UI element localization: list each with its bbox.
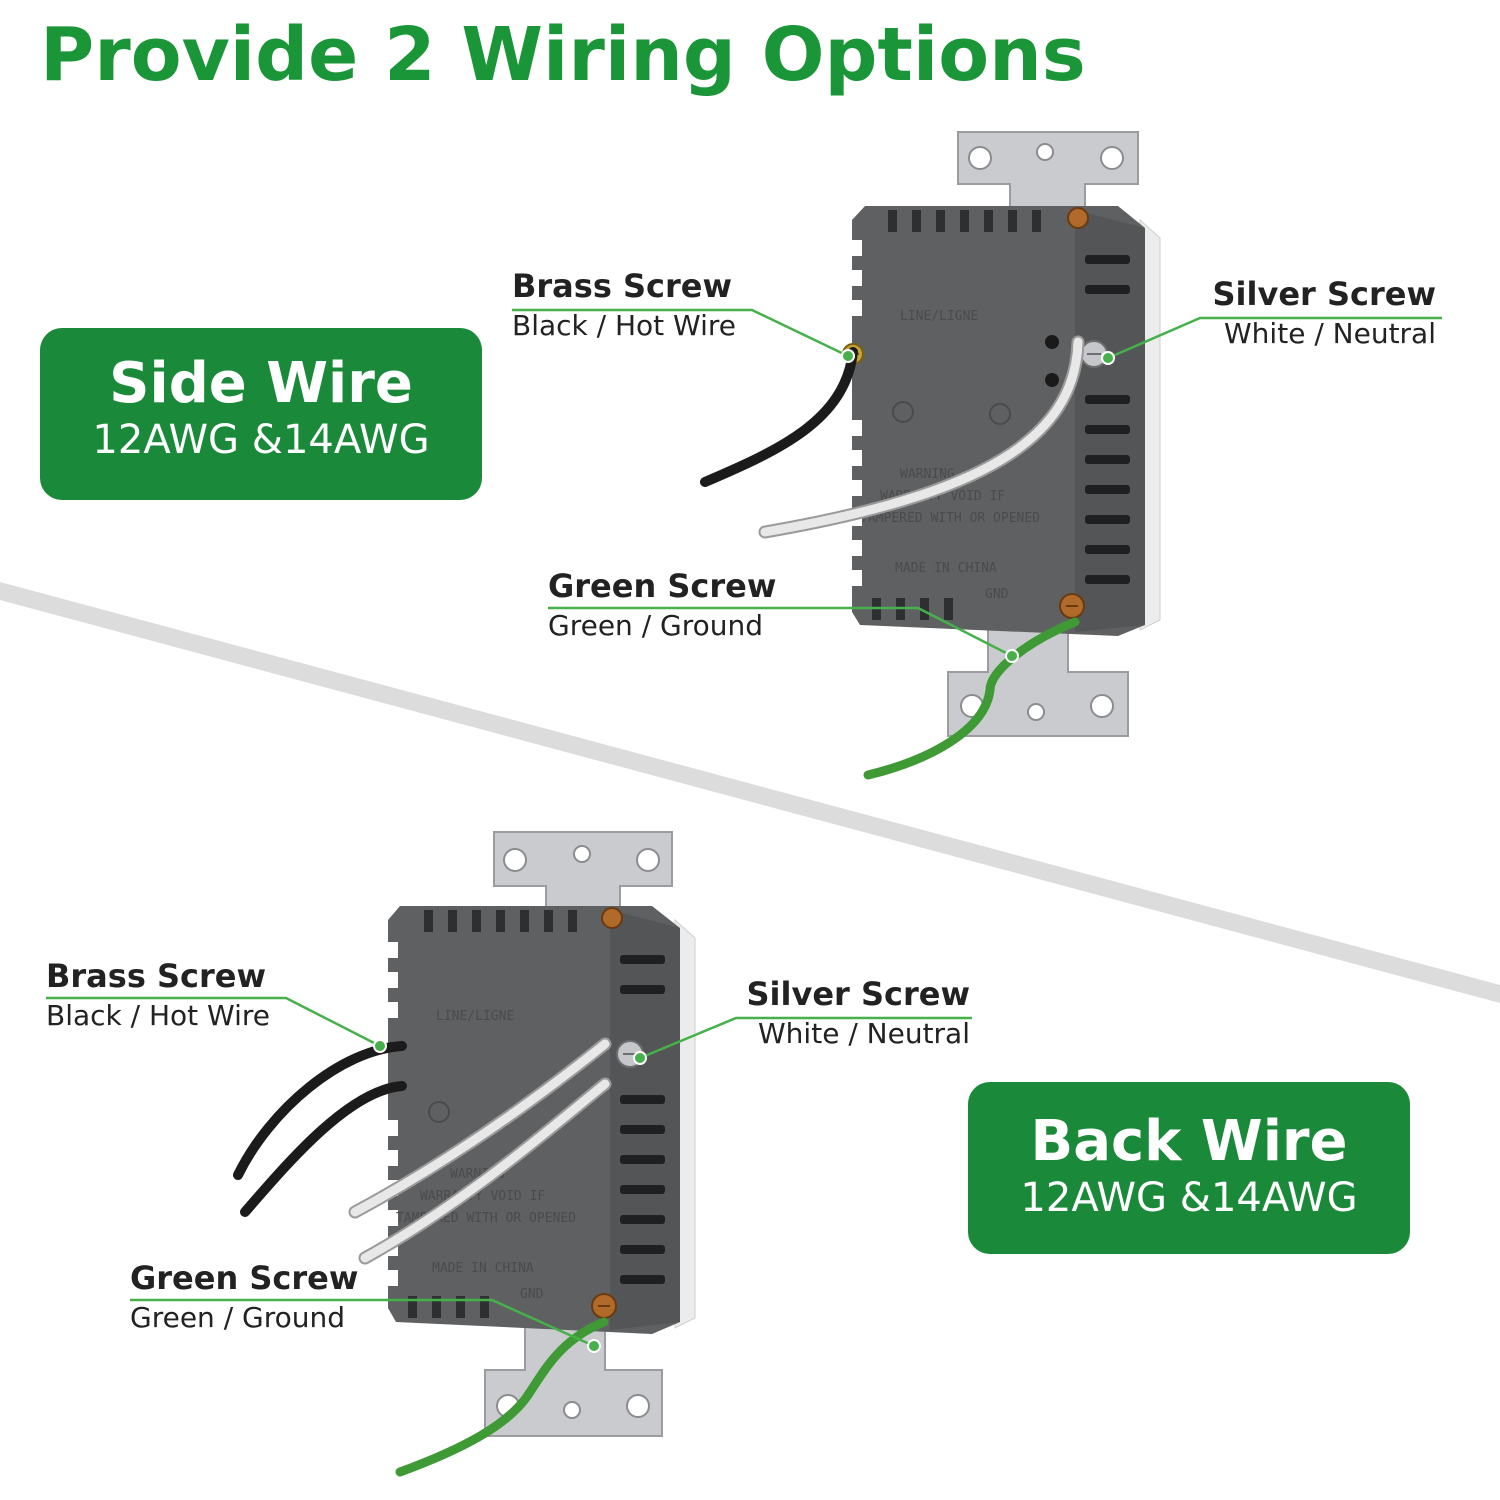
back-wire-badge: Back Wire 12AWG &14AWG [968, 1082, 1410, 1254]
brass-screw-sub: Black / Hot Wire [46, 999, 271, 1032]
made-in-text: MADE IN CHINA [432, 1261, 534, 1276]
brass-screw-title: Brass Screw [512, 267, 733, 305]
side-wire-badge: Side Wire 12AWG &14AWG [40, 328, 482, 500]
line-ligne-text: LINE/LIGNE [900, 309, 978, 324]
gnd-text: GND [520, 1287, 544, 1302]
page-title: Provide 2 Wiring Options [40, 12, 1086, 98]
warning-text: WARNING [900, 467, 955, 482]
green-screw-sub: Green / Ground [548, 609, 764, 642]
side-wire-title: Side Wire [109, 351, 413, 416]
receptacle-side-wire: LINE/LIGNE WARNING WARRANTY VOID IF TAMP… [700, 131, 1161, 780]
tampered-text: TAMPERED WITH OR OPENED [860, 511, 1040, 526]
green-screw-label-back: Green Screw Green / Ground [130, 1258, 358, 1338]
silver-screw-sub: White / Neutral [758, 1017, 970, 1050]
silver-screw-title: Silver Screw [746, 975, 970, 1013]
side-wire-gauge: 12AWG &14AWG [92, 417, 430, 463]
green-screw-title: Green Screw [548, 567, 777, 605]
divider-band [0, 582, 1500, 1003]
green-screw-sub: Green / Ground [130, 1301, 346, 1334]
green-screw-label-side: Green Screw Green / Ground [548, 566, 776, 646]
brass-screw-sub: Black / Hot Wire [512, 309, 737, 342]
gnd-text: GND [985, 587, 1009, 602]
receptacle-back-wire: LINE/LIGNE WARNING WARRANTY VOID IF TAMP… [233, 831, 696, 1477]
brass-screw-title: Brass Screw [46, 957, 267, 995]
line-ligne-text: LINE/LIGNE [436, 1009, 514, 1024]
silver-screw-title: Silver Screw [1212, 275, 1436, 313]
made-in-text: MADE IN CHINA [895, 561, 997, 576]
silver-screw-sub: White / Neutral [1224, 317, 1436, 350]
brass-screw-label-side: Brass Screw Black / Hot Wire [512, 266, 736, 346]
back-wire-gauge: 12AWG &14AWG [1020, 1175, 1358, 1221]
leader-lines [46, 308, 1442, 1348]
leader-dots [373, 349, 1115, 1353]
warranty-text: WARRANTY VOID IF [420, 1189, 545, 1204]
silver-screw-label-back: Silver Screw White / Neutral [720, 974, 970, 1054]
brass-screw-label-back: Brass Screw Black / Hot Wire [46, 956, 270, 1036]
green-screw-title: Green Screw [130, 1259, 359, 1297]
back-wire-title: Back Wire [1030, 1109, 1348, 1174]
silver-screw-label-side: Silver Screw White / Neutral [1180, 274, 1436, 354]
